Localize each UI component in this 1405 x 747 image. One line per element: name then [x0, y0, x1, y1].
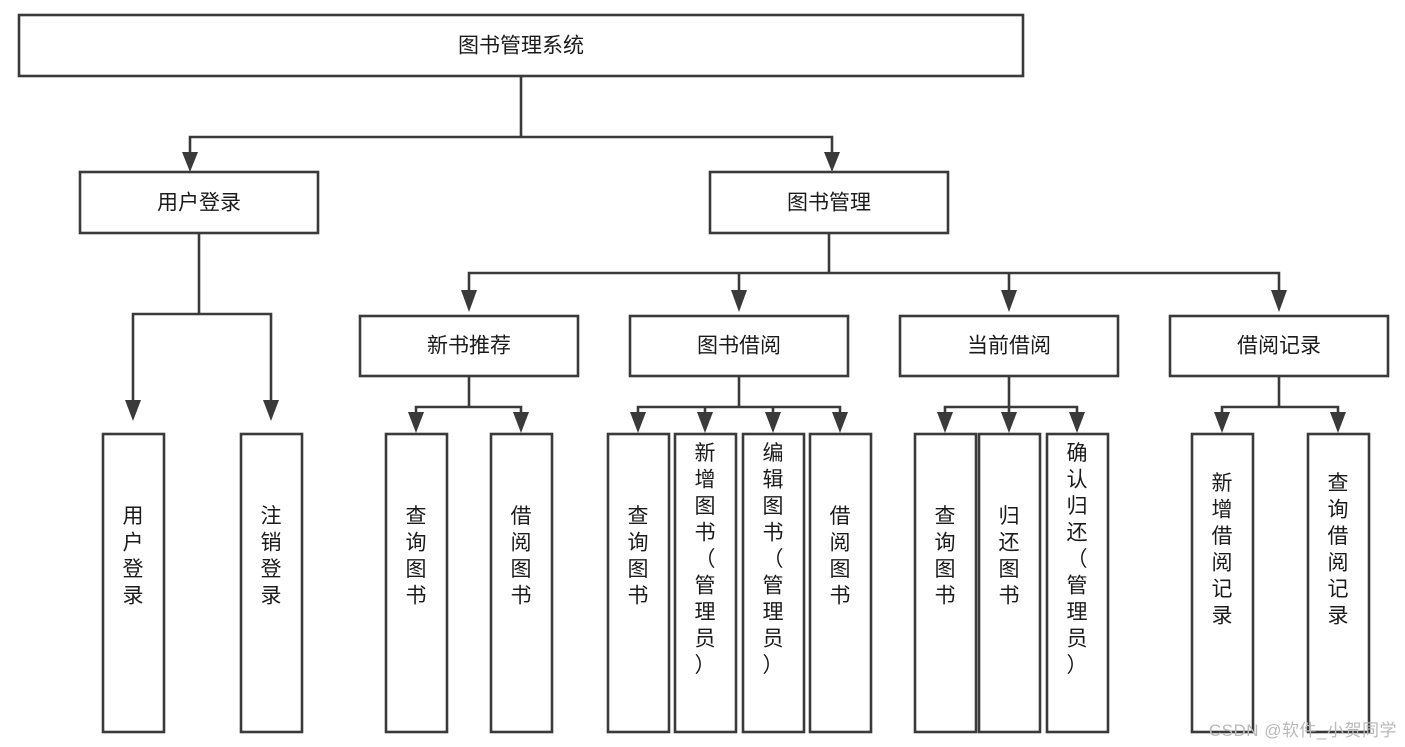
node-leaf-query-book-2-label: 查询图书 — [628, 505, 649, 608]
node-new-book-recommend-label: 新书推荐 — [427, 335, 511, 358]
node-user-login[interactable]: 用户登录 — [78, 170, 320, 235]
connectors-borrowrecord-to-leaves — [1214, 374, 1346, 433]
node-current-borrow[interactable]: 当前借阅 — [898, 314, 1120, 378]
node-leaf-query-book-3[interactable]: 查询图书 — [913, 432, 978, 734]
node-leaf-add-borrow-record[interactable]: 新增借阅记录 — [1190, 432, 1255, 734]
node-leaf-logout-login-label: 注销登录 — [261, 505, 282, 608]
node-leaf-query-book-2[interactable]: 查询图书 — [606, 432, 671, 734]
node-borrow-record-label: 借阅记录 — [1237, 335, 1321, 358]
node-current-borrow-label: 当前借阅 — [967, 335, 1051, 358]
node-leaf-add-book-admin-label: 新增图书（管理员） — [695, 442, 716, 677]
node-borrow-record[interactable]: 借阅记录 — [1168, 314, 1390, 378]
node-leaf-confirm-return-admin[interactable]: 确认归还（管理员） — [1045, 432, 1110, 734]
node-book-management[interactable]: 图书管理 — [708, 170, 950, 235]
node-leaf-borrow-book-1-label: 借阅图书 — [511, 505, 532, 608]
node-leaf-query-borrow-record-label: 查询借阅记录 — [1328, 472, 1349, 628]
node-book-management-label: 图书管理 — [787, 192, 871, 215]
connectors-userlogin-to-leaves — [125, 231, 279, 421]
node-leaf-logout-login[interactable]: 注销登录 — [239, 432, 304, 734]
csdn-watermark: CSDN @软件_小贺同学 — [1208, 721, 1397, 740]
node-book-borrow[interactable]: 图书借阅 — [628, 314, 850, 378]
node-user-login-label: 用户登录 — [157, 192, 241, 215]
node-leaf-user-login[interactable]: 用户登录 — [101, 432, 166, 734]
node-leaf-borrow-book-1[interactable]: 借阅图书 — [489, 432, 554, 734]
node-book-borrow-label: 图书借阅 — [697, 335, 781, 358]
node-new-book-recommend[interactable]: 新书推荐 — [358, 314, 580, 378]
node-leaf-borrow-book-2[interactable]: 借阅图书 — [808, 432, 873, 734]
node-leaf-edit-book-admin-label: 编辑图书（管理员） — [763, 442, 784, 677]
node-leaf-user-login-label: 用户登录 — [123, 505, 144, 608]
connectors-root-to-level2 — [182, 74, 840, 172]
node-leaf-query-book-1[interactable]: 查询图书 — [384, 432, 449, 734]
node-leaf-return-book-label: 归还图书 — [999, 505, 1020, 608]
connectors-bookmgmt-to-level3 — [461, 231, 1287, 312]
node-leaf-add-borrow-record-label: 新增借阅记录 — [1212, 472, 1233, 628]
node-leaf-edit-book-admin[interactable]: 编辑图书（管理员） — [741, 432, 806, 734]
node-leaf-query-book-1-label: 查询图书 — [406, 505, 427, 608]
node-leaf-borrow-book-2-label: 借阅图书 — [830, 505, 851, 608]
node-leaf-return-book[interactable]: 归还图书 — [977, 432, 1042, 734]
connectors-currentborrow-to-leaves — [937, 374, 1085, 433]
node-root-label: 图书管理系统 — [458, 35, 584, 58]
node-leaf-query-borrow-record[interactable]: 查询借阅记录 — [1306, 432, 1371, 734]
connectors-bookborrow-to-leaves — [630, 374, 848, 433]
node-leaf-add-book-admin[interactable]: 新增图书（管理员） — [673, 432, 738, 734]
node-leaf-confirm-return-admin-label: 确认归还（管理员） — [1067, 442, 1088, 677]
node-leaf-query-book-3-label: 查询图书 — [935, 505, 956, 608]
connectors-newbook-to-leaves — [408, 374, 529, 433]
node-root[interactable]: 图书管理系统 — [17, 13, 1025, 78]
